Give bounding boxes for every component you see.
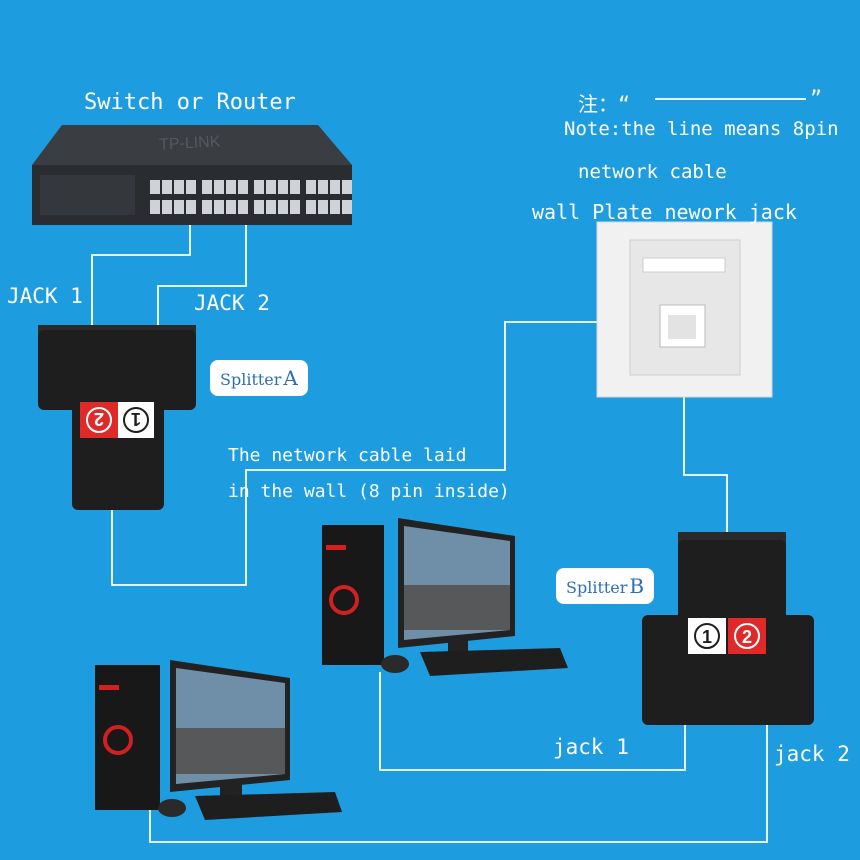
cable-lines [91, 98, 806, 843]
wall-plate [596, 221, 773, 398]
switch-port [278, 200, 288, 214]
computer-2 [95, 660, 342, 820]
switch-port [226, 200, 236, 214]
switch-port [174, 200, 184, 214]
cable-wall-to-splitter-b [683, 395, 728, 540]
switch-port [318, 200, 328, 214]
switch-port [278, 180, 288, 194]
switch-port [318, 180, 328, 194]
cable-splitter-b-to-pc2 [149, 720, 768, 843]
switch-router-label: Switch or Router [84, 90, 296, 115]
switch-port [238, 180, 248, 194]
switch-port [266, 200, 276, 214]
splitter-a-port-1: 1 [118, 402, 154, 438]
switch-port [214, 200, 224, 214]
switch-port [186, 180, 196, 194]
switch-port [330, 200, 340, 214]
cable-switch-to-jack2 [157, 222, 247, 330]
cable-switch-to-jack1 [91, 222, 191, 330]
splitter-a-letter: A [283, 366, 298, 390]
jack2-lower-label: jack 2 [774, 742, 850, 766]
switch-port [342, 180, 352, 194]
note-text: Note:the line means 8pin [564, 118, 839, 140]
switch-port [202, 180, 212, 194]
svg-text:2: 2 [742, 627, 752, 647]
switch-port [254, 180, 264, 194]
switch-brand: TP-LINK [159, 133, 221, 153]
splitter-a-word: Splitter [220, 370, 282, 389]
switch-port [186, 200, 196, 214]
wall-cable-text-2: in the wall (8 pin inside) [228, 481, 510, 502]
cable-splitter-a-to-wall [111, 321, 597, 586]
network-cable-text: network cable [578, 161, 727, 183]
switch-port [290, 180, 300, 194]
svg-text:2: 2 [94, 409, 104, 429]
switch-port [150, 200, 160, 214]
switch-port [306, 200, 316, 214]
wall-plate-label: wall Plate nework jack [532, 200, 797, 224]
wall-cable-text-1: The network cable laid [228, 445, 467, 466]
switch-port [330, 180, 340, 194]
jack1-lower-label: jack 1 [553, 735, 629, 759]
svg-text:1: 1 [131, 409, 141, 429]
jack1-upper-label: JACK 1 [7, 284, 83, 308]
switch-port [150, 180, 160, 194]
splitter-b: 1 2 [642, 532, 814, 725]
splitter-b-word: Splitter [566, 578, 628, 597]
computer-1 [322, 518, 568, 676]
svg-text:1: 1 [702, 627, 712, 647]
switch-port [162, 180, 172, 194]
splitter-b-letter: B [629, 574, 645, 598]
note-suffix: ” [810, 86, 823, 110]
switch-router: TP-LINK [32, 125, 352, 225]
switch-port [266, 180, 276, 194]
switch-port [214, 180, 224, 194]
switch-port [342, 200, 352, 214]
switch-port [226, 180, 236, 194]
switch-port [254, 200, 264, 214]
switch-port [238, 200, 248, 214]
splitter-a-port-2: 2 [80, 402, 118, 438]
switch-port [306, 180, 316, 194]
splitter-a: 2 1 [38, 325, 196, 510]
switch-port [202, 200, 212, 214]
switch-port [162, 200, 172, 214]
jack2-upper-label: JACK 2 [194, 291, 270, 315]
splitter-b-port-2: 2 [728, 618, 766, 654]
cable-splitter-b-to-pc1 [379, 672, 686, 771]
switch-port [290, 200, 300, 214]
switch-port [174, 180, 184, 194]
note-prefix: 注：“ [578, 92, 631, 116]
splitter-b-port-1: 1 [688, 618, 726, 654]
